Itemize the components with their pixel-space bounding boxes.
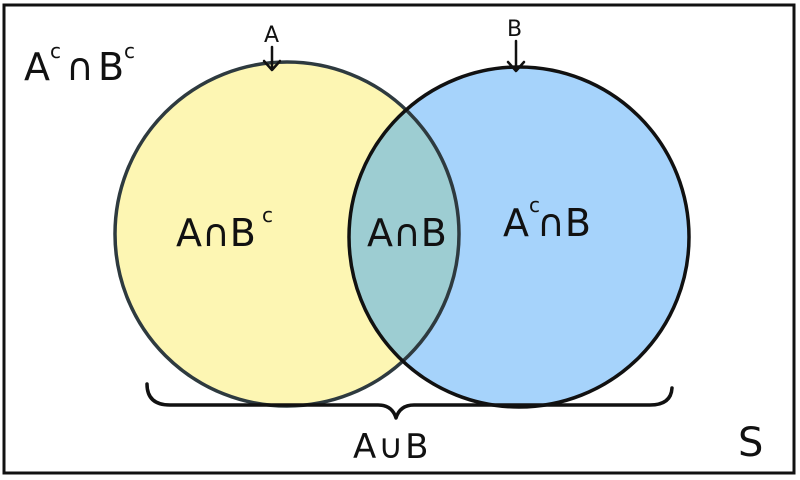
set-b-pointer: B: [506, 17, 526, 73]
set-a-label: A: [264, 23, 279, 48]
union-label: A∪B: [353, 427, 430, 467]
complement-a-letter: A: [24, 45, 50, 89]
b-only-superscript: c: [529, 193, 540, 217]
intersection-label: A∩B: [367, 211, 447, 255]
a-only-label: A∩B c: [176, 203, 273, 255]
b-only-rest-text: ∩B: [537, 201, 591, 245]
complement-both-label: A c ∩ B c: [24, 39, 135, 89]
complement-intersect-symbol: ∩: [66, 45, 94, 89]
sample-space-label: S: [738, 420, 763, 466]
b-only-label: A c ∩B: [503, 193, 591, 245]
set-b-arrow-icon: [506, 39, 526, 73]
set-a-pointer: A: [262, 23, 282, 72]
complement-b-superscript: c: [124, 39, 135, 63]
union-brace: [145, 382, 674, 420]
set-b-label: B: [507, 17, 522, 42]
b-only-a-letter: A: [503, 201, 529, 245]
a-only-superscript: c: [262, 203, 273, 227]
set-a-arrow-icon: [262, 45, 282, 72]
a-only-text: A∩B: [176, 211, 256, 255]
complement-b-letter: B: [98, 45, 124, 89]
complement-a-superscript: c: [50, 39, 61, 63]
